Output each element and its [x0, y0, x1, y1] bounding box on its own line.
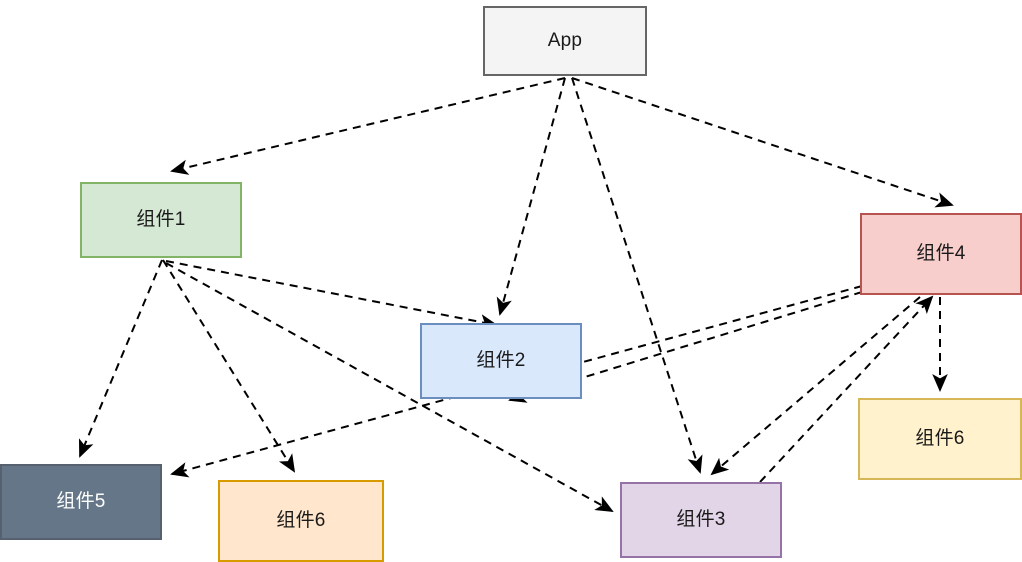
node-label-c3: 组件3 [676, 508, 726, 530]
edge-c1-to-c5 [78, 259, 163, 458]
node-c6b[interactable]: 组件6 [858, 398, 1022, 480]
node-c6a[interactable]: 组件6 [218, 480, 384, 562]
node-label-c5: 组件5 [56, 490, 106, 512]
node-label-c2: 组件2 [476, 349, 526, 371]
node-c3[interactable]: 组件3 [620, 482, 782, 558]
edge-app-to-c2 [496, 77, 566, 316]
node-label-c1: 组件1 [136, 208, 186, 230]
node-c1[interactable]: 组件1 [80, 182, 242, 258]
node-label-c6b: 组件6 [915, 427, 965, 449]
node-label-c4: 组件4 [916, 242, 966, 264]
node-app[interactable]: App [483, 6, 647, 76]
node-label-app: App [547, 29, 583, 51]
node-c2[interactable]: 组件2 [420, 323, 582, 399]
node-label-c6a: 组件6 [276, 509, 326, 531]
edge-app-to-c4 [571, 77, 954, 208]
node-c5[interactable]: 组件5 [0, 464, 162, 540]
edge-app-to-c1 [170, 77, 566, 175]
edge-c1-to-c2 [165, 260, 498, 330]
edges-group [78, 77, 954, 512]
edge-app-to-c3 [571, 77, 703, 474]
node-c4[interactable]: 组件4 [860, 213, 1022, 295]
edge-c1-to-c6a [162, 259, 296, 473]
